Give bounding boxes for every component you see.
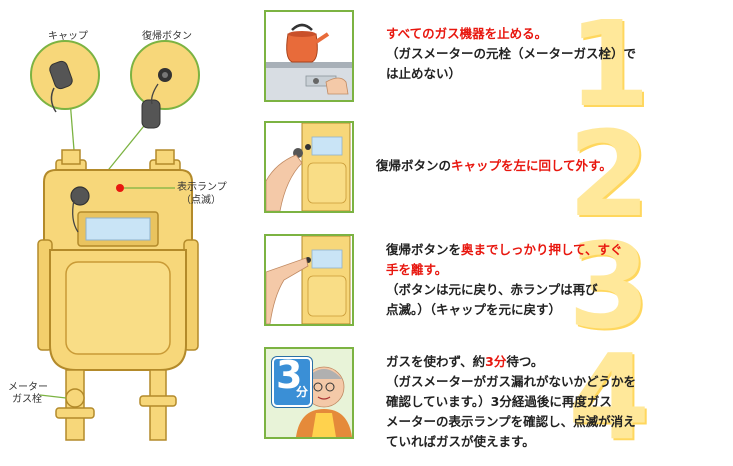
step-text-segment: 復帰ボタンを (386, 242, 462, 257)
gas-meter-illustration (30, 40, 200, 441)
lamp-sub-label: （点滅） (181, 195, 221, 206)
step-4-line: ガスを使わず、約3分待つ。 (386, 352, 636, 372)
step-text-segment: ていればガスが使えます。 (386, 434, 535, 449)
step-text-segment: 確認しています。）3分経過後に再度ガス (386, 394, 612, 409)
step-text-segment: （ガスメーターの元栓（メーターガス栓）で (386, 46, 637, 61)
timer-digit: 3 (276, 353, 303, 397)
step-4-line: ていればガスが使えます。 (386, 432, 636, 452)
step-1-text: すべてのガス機器を止める。 （ガスメーターの元栓（メーターガス栓）では止めない） (386, 24, 636, 84)
step-3-line: 復帰ボタンを奥までしっかり押して、すぐ (386, 240, 623, 260)
step-text-segment: 点滅。）（キャップを元に戻す） (386, 302, 562, 317)
step-3-text: 復帰ボタンを奥までしっかり押して、すぐ手を離す。（ボタンは元に戻り、赤ランプは再… (386, 240, 623, 320)
step-2-line: 復帰ボタンのキャップを左に回して外す。 (376, 156, 612, 176)
step-1-line: すべてのガス機器を止める。 (386, 24, 636, 44)
step-text-segment: 復帰ボタンの (376, 158, 452, 173)
step-1-image (264, 10, 354, 102)
step-4-line: 確認しています。）3分経過後に再度ガス (386, 392, 636, 412)
step-text-segment: ガスを使わず、約 (386, 354, 486, 369)
step-1-line: （ガスメーターの元栓（メーターガス栓）で (386, 44, 636, 64)
highlight-text: キャップを左に回して外す。 (451, 158, 612, 173)
step-3-line: 手を離す。 (386, 260, 623, 280)
step-3-line: （ボタンは元に戻り、赤ランプは再び (386, 280, 623, 300)
step-number-1: 1 (568, 0, 651, 133)
step-number-2: 2 (568, 105, 651, 243)
step-text-segment: は止めない） (386, 66, 462, 81)
step-2-text: 復帰ボタンのキャップを左に回して外す。 (376, 156, 612, 176)
step-number-3: 3 (568, 217, 651, 355)
step-3-image (264, 234, 354, 326)
step-3-line: 点滅。）（キャップを元に戻す） (386, 300, 623, 320)
highlight-text: 奥までしっかり押して、すぐ (461, 242, 623, 257)
step-4-text: ガスを使わず、約3分待つ。 （ガスメーターがガス漏れがないかどうかを確認しています… (386, 352, 636, 452)
step-text-segment: 待つ。 (506, 354, 544, 369)
step-text-segment: （ガスメーターがガス漏れがないかどうかを (386, 374, 637, 389)
step-2-image (264, 121, 354, 213)
step-text-segment: （ボタンは元に戻り、赤ランプは再び (386, 282, 598, 297)
timer-unit: 分 (296, 385, 309, 399)
valve-label-line2: ガス栓 (12, 394, 42, 405)
lamp-label: 表示ランプ (177, 182, 227, 193)
step-text-segment: メーターの表示ランプを確認し、点滅が消え (386, 414, 636, 429)
cap-label: キャップ (48, 31, 88, 42)
step-1-line: は止めない） (386, 64, 636, 84)
highlight-text: すべてのガス機器を止める。 (386, 26, 548, 41)
valve-label-line1: メーター (8, 382, 48, 393)
step-4-line: メーターの表示ランプを確認し、点滅が消え (386, 412, 636, 432)
highlight-text: 3分 (485, 354, 507, 369)
step-4-image: 3 分 (264, 347, 354, 439)
highlight-text: 手を離す。 (386, 262, 448, 277)
timer-badge (272, 357, 312, 407)
step-4-line: （ガスメーターがガス漏れがないかどうかを (386, 372, 636, 392)
reset-button-label: 復帰ボタン (142, 31, 192, 42)
step-number-4: 4 (568, 328, 651, 466)
